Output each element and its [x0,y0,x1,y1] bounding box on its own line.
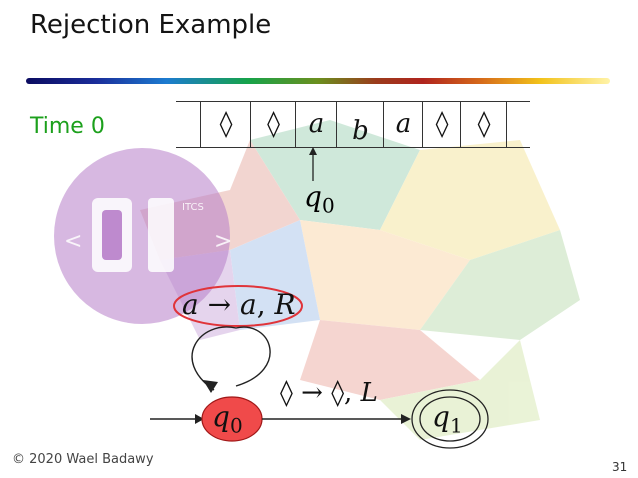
tape-symbol: b [352,116,369,146]
loop-label-highlight [173,285,303,327]
transition-write: ◊ [331,378,345,408]
time-label: Time 0 [30,114,105,139]
slide-title: Rejection Example [30,10,272,40]
svg-text:>: > [214,229,232,254]
loop-read: a [182,288,199,321]
head-state-sub: 0 [321,193,335,218]
state-q1-outer [411,389,489,449]
loop-move: R [274,288,296,321]
page-number: 31 [612,460,628,474]
tape-symbol: ◊ [219,109,233,139]
logo-watermark: ITCS < > [54,148,232,324]
tape-cell: ◊ [422,101,461,147]
tape-symbol: ◊ [267,109,280,139]
state-q0-label: q0 [212,400,243,438]
self-loop-label: a → a, R [182,288,296,321]
tape-cell: b [336,101,384,147]
tape-head-state: q0 [304,180,335,218]
transition-read: ◊ [280,378,293,408]
tape-cell-boundary [506,101,507,147]
tape-cell: ◊ [250,101,296,147]
tape-cell: ◊ [460,101,507,147]
tape-cell: a [383,101,423,147]
head-state-q: q [304,180,322,213]
self-loop-edge [191,326,271,391]
loop-write: a [239,288,257,321]
tape-symbol: ◊ [435,109,449,139]
tape-cell: a [295,101,337,147]
transition-arrowhead [401,414,411,424]
loop-arrow: → [207,288,232,321]
tape-symbol: a [395,109,412,139]
tape-symbol: a [308,109,325,139]
transition-move: L [360,378,378,408]
tape-symbol: ◊ [477,109,491,139]
svg-text:<: < [64,229,82,254]
transition-arrow: → [301,378,323,408]
tape-bottom-border [176,147,530,148]
state-q1-inner [419,396,481,442]
state-q1-label: q1 [432,400,463,438]
tape-cell: ◊ [200,101,251,147]
tape-head-arrow [309,147,317,181]
tape-top-border [176,101,530,102]
title-divider [26,78,610,84]
transition-label: ◊ → ◊, L [280,378,378,408]
copyright-footer: © 2020 Wael Badawy [12,452,154,467]
svg-text:ITCS: ITCS [182,202,204,213]
start-arrowhead [195,414,204,424]
self-loop-arrowhead [203,380,218,393]
